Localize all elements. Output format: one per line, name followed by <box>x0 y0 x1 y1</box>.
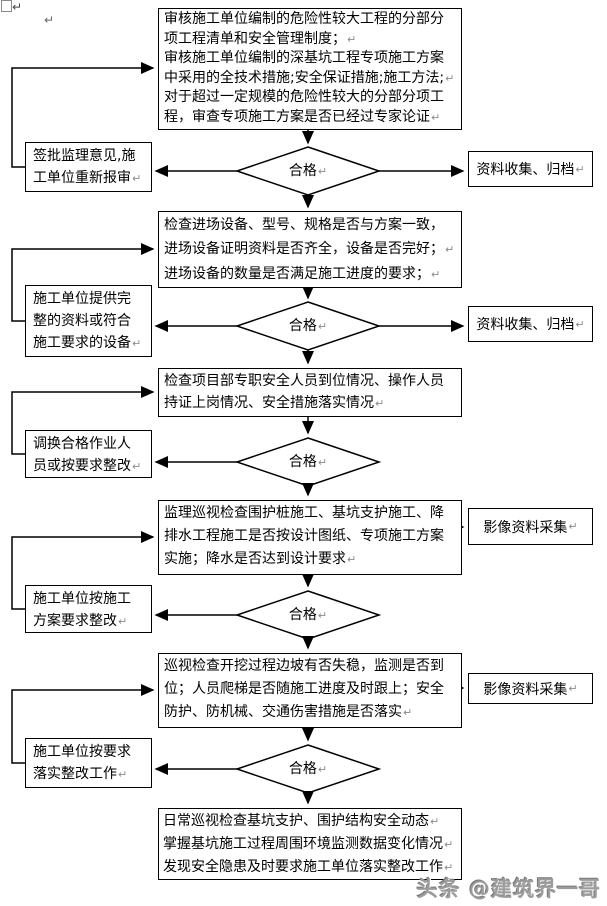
paragraph-return-icon: ↵ <box>444 838 454 851</box>
paragraph-return-icon: ↵ <box>317 456 328 469</box>
result-box-video-capture-2: 影像资料采集↵ <box>468 673 593 704</box>
paragraph-return-icon: ↵ <box>347 32 357 46</box>
action-box-rectify-per-scheme: 施工单位按施工方案要求整改↵ <box>25 585 152 633</box>
box-text: 审核施工单位编制的危险性较大工程的分部分项工程清单和安全管理制度； <box>164 11 444 47</box>
box-text: 资料收集、归档 <box>476 162 575 178</box>
paragraph-return-icon: ↵ <box>375 397 385 410</box>
paragraph-return-icon: ↵ <box>575 317 585 331</box>
decision-label-4: 合格↵ <box>248 605 368 626</box>
box-paragraph: 检查项目部专职安全人员到位情况、操作人员持证上岗情况、安全措施落实情况↵ <box>164 370 456 415</box>
box-text: 监理巡视检查围护桩施工、基坑支护施工、降排水工程施工是否按设计图纸、专项施工方案… <box>164 505 444 567</box>
process-box-check-personnel: 检查项目部专职安全人员到位情况、操作人员持证上岗情况、安全措施落实情况↵ <box>158 368 462 417</box>
box-text: 影像资料采集 <box>483 519 568 536</box>
box-text: 日常巡视检查基坑支护、围护结构安全动态 <box>163 813 429 829</box>
box-paragraph: 巡视检查开挖过程边坡有否失稳，监测是否到位；人员爬梯是否随施工进度及时跟上；安全… <box>164 655 456 724</box>
result-box-archive-2: 资料收集、归档↵ <box>468 306 593 342</box>
decision-text: 合格 <box>288 761 317 777</box>
paragraph-return-icon: ↵ <box>132 172 142 185</box>
box-text: 施工单位提供完整的资料或符合施工要求的设备 <box>33 291 131 351</box>
paragraph-return-icon: ↵ <box>568 682 578 695</box>
process-box-daily-patrol: 日常巡视检查基坑支护、围护结构安全动态↵ 掌握基坑施工过程周围环境监测数据变化情… <box>158 808 462 880</box>
decision-label-5: 合格↵ <box>248 759 368 780</box>
paragraph-return-icon: ↵ <box>575 162 585 176</box>
decision-label-3: 合格↵ <box>248 452 368 473</box>
box-text: 调换合格作业人员或按要求整改 <box>33 436 131 474</box>
box-paragraph: 掌握基坑施工过程周围环境监测数据变化情况↵ <box>163 833 457 856</box>
box-paragraph: 进场设备的数量是否满足施工进度的要求；↵ <box>164 262 456 287</box>
box-text: 掌握基坑施工过程周围环境监测数据变化情况 <box>163 836 443 852</box>
box-paragraph: 检查进场设备、型号、规格是否与方案一致，进场设备证明资料是否齐全，设备是否完好；… <box>164 213 456 262</box>
box-text: 审核施工单位编制的深基坑工程专项施工方案中采用的全技术措施;安全保证措施;施工方… <box>164 50 445 86</box>
box-text: 检查项目部专职安全人员到位情况、操作人员持证上岗情况、安全措施落实情况 <box>164 373 444 411</box>
paragraph-return-icon: ↵ <box>132 460 142 473</box>
paragraph-return-icon: ↵ <box>431 268 441 281</box>
process-box-patrol-excavation: 巡视检查开挖过程边坡有否失稳，监测是否到位；人员爬梯是否随施工进度及时跟上；安全… <box>158 653 462 728</box>
box-text: 发现安全隐患及时要求施工单位落实整改工作 <box>163 859 443 875</box>
feedback-loop-lines <box>11 62 155 764</box>
paragraph-return-icon: ↵ <box>403 706 413 719</box>
box-text: 施工单位按施工方案要求整改 <box>33 591 131 629</box>
watermark-toutiao: 头条 @建筑界一哥 <box>416 877 601 901</box>
paragraph-return-icon: ↵ <box>317 763 328 776</box>
box-text: 巡视检查开挖过程边坡有否失稳，监测是否到位；人员爬梯是否随施工进度及时跟上；安全… <box>164 658 444 720</box>
box-text: 签批监理意见,施工单位重新报审 <box>33 148 136 186</box>
paragraph-return-icon: ↵ <box>444 861 454 874</box>
decision-text: 合格 <box>288 318 317 334</box>
decision-diamonds <box>234 146 382 794</box>
process-box-patrol-enclosure: 监理巡视检查围护桩施工、基坑支护施工、降排水工程施工是否按设计图纸、专项施工方案… <box>158 500 462 575</box>
box-paragraph: 发现安全隐患及时要求施工单位落实整改工作↵ <box>163 856 457 879</box>
paragraph-return-icon: ↵ <box>431 110 441 124</box>
decision-text: 合格 <box>288 163 317 179</box>
action-box-resubmit: 签批监理意见,施工单位重新报审↵ <box>25 142 152 192</box>
result-box-video-capture-1: 影像资料采集↵ <box>468 508 593 545</box>
process-box-check-equipment: 检查进场设备、型号、规格是否与方案一致，进场设备证明资料是否齐全，设备是否完好；… <box>158 211 462 288</box>
table-marker-icon <box>1 0 12 12</box>
paragraph-return-icon: ↵ <box>118 768 128 781</box>
box-text: 资料收集、归档 <box>476 317 575 333</box>
decision-label-1: 合格↵ <box>248 161 368 182</box>
decision-text: 合格 <box>288 607 317 623</box>
paragraph-return-icon: ↵ <box>568 520 578 533</box>
paragraph-return-icon: ↵ <box>12 0 23 14</box>
box-text: 对于超过一定规模的危险性较大的分部分项工程，审查专项施工方案是否已经过专家论证 <box>164 89 444 125</box>
box-text: 进场设备的数量是否满足施工进度的要求； <box>164 266 430 282</box>
paragraph-return-icon: ↵ <box>317 609 328 622</box>
paragraph-return-icon: ↵ <box>317 165 328 178</box>
box-paragraph: 日常巡视检查基坑支护、围护结构安全动态↵ <box>163 810 457 833</box>
action-box-replace-workers: 调换合格作业人员或按要求整改↵ <box>25 430 152 478</box>
paragraph-return-icon: ↵ <box>317 320 328 333</box>
paragraph-return-icon: ↵ <box>132 337 142 350</box>
box-paragraph: 审核施工单位编制的危险性较大工程的分部分项工程清单和安全管理制度；↵ <box>164 10 456 49</box>
box-paragraph: 监理巡视检查围护桩施工、基坑支护施工、降排水工程施工是否按设计图纸、专项施工方案… <box>164 502 456 571</box>
paragraph-return-icon: ↵ <box>430 815 440 828</box>
paragraph-return-icon: ↵ <box>44 13 55 27</box>
process-box-review-schemes: 审核施工单位编制的危险性较大工程的分部分项工程清单和安全管理制度；↵ 审核施工单… <box>158 8 462 130</box>
decision-text: 合格 <box>288 454 317 470</box>
action-box-provide-complete-materials: 施工单位提供完整的资料或符合施工要求的设备↵ <box>25 285 152 357</box>
action-box-implement-rectification: 施工单位按要求落实整改工作↵ <box>25 738 152 788</box>
reject-arrows-to-left-boxes <box>154 165 237 775</box>
box-paragraph: 对于超过一定规模的危险性较大的分部分项工程，审查专项施工方案是否已经过专家论证↵ <box>164 88 456 127</box>
box-text: 施工单位按要求落实整改工作 <box>33 744 131 782</box>
decision-label-2: 合格↵ <box>248 316 368 337</box>
result-box-archive-1: 资料收集、归档↵ <box>468 151 593 187</box>
paragraph-return-icon: ↵ <box>347 553 357 566</box>
box-text: 影像资料采集 <box>483 681 568 698</box>
paragraph-return-icon: ↵ <box>445 243 455 256</box>
paragraph-return-icon: ↵ <box>445 71 455 85</box>
box-paragraph: 审核施工单位编制的深基坑工程专项施工方案中采用的全技术措施;安全保证措施;施工方… <box>164 49 456 88</box>
paragraph-return-icon: ↵ <box>118 615 128 628</box>
box-text: 检查进场设备、型号、规格是否与方案一致，进场设备证明资料是否齐全，设备是否完好； <box>164 217 444 257</box>
